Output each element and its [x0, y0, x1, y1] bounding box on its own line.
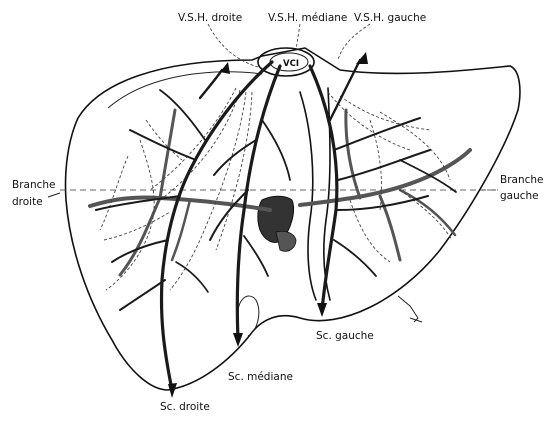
label-branche-gauche-2: gauche — [500, 190, 539, 202]
leader-branche-droite — [48, 193, 60, 197]
label-branche-gauche-1: Branche — [500, 174, 544, 186]
leader-vsh-mediane — [296, 24, 300, 50]
portal-trunk — [300, 88, 330, 300]
label-branche-droite-1: Branche — [12, 179, 56, 191]
label-sc-droite: Sc. droite — [160, 401, 210, 413]
hilum-hatch-2 — [276, 231, 296, 251]
gallbladder-outline — [238, 296, 259, 336]
orientation-mark — [398, 296, 422, 322]
label-branche-droite-2: droite — [12, 196, 43, 208]
vci-label: VCI — [283, 59, 299, 69]
label-vsh-droite: V.S.H. droite — [178, 12, 242, 24]
inner-lobe-line — [108, 72, 262, 108]
label-vsh-gauche: V.S.H. gauche — [354, 12, 426, 24]
label-vsh-mediane: V.S.H. médiane — [268, 12, 347, 24]
label-sc-gauche: Sc. gauche — [316, 330, 374, 342]
label-sc-mediane: Sc. médiane — [228, 371, 293, 383]
